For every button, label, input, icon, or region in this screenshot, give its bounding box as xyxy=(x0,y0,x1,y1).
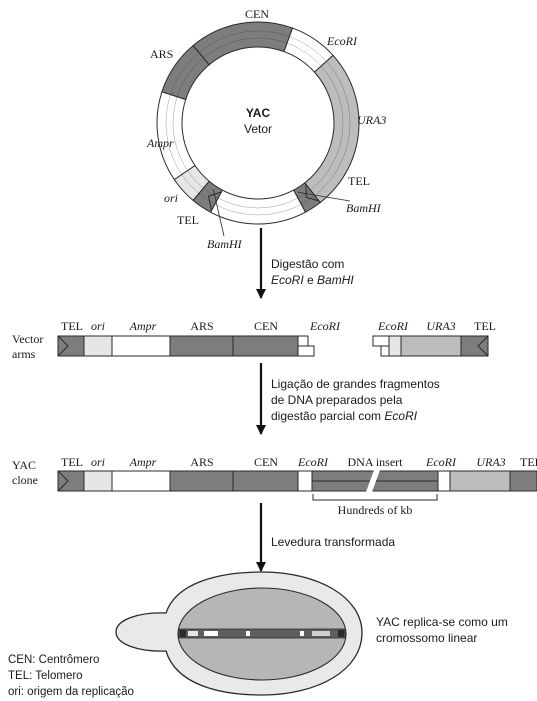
arms-label-tel-1: TEL xyxy=(61,319,83,333)
arms-label-ars: ARS xyxy=(190,319,213,333)
chromosome-tel-2 xyxy=(338,630,344,637)
step2-line-2: de DNA preparados pela xyxy=(271,393,403,407)
step2-line-3: digestão parcial com EcoRI xyxy=(271,409,418,423)
arms-label-ampr: Ampr xyxy=(129,319,157,333)
yac-clone: YAC clone TEL ori Ampr ARS CEN EcoRI DNA… xyxy=(12,455,537,517)
chromosome-band-5 xyxy=(312,631,330,636)
arms-seg-ura3 xyxy=(401,336,461,356)
legend-cen: CEN: Centrômero xyxy=(8,654,99,666)
arms-seg-ecori-bottom-1 xyxy=(298,346,314,356)
arms-seg-tel-1 xyxy=(58,336,84,356)
arms-seg-ecori-top-2 xyxy=(373,336,389,346)
plasmid-title: YAC xyxy=(246,106,271,120)
clone-seg-ecori-1 xyxy=(298,471,312,491)
arms-seg-cen xyxy=(233,336,298,356)
plasmid-label-tel-right: TEL xyxy=(348,174,370,188)
clone-seg-ampr xyxy=(112,471,170,491)
clone-label-ecori-1: EcoRI xyxy=(297,455,329,469)
ring-seg-cen xyxy=(193,22,292,65)
arms-seg-ampr xyxy=(112,336,170,356)
ring-seg-white xyxy=(211,190,306,224)
right-arm xyxy=(373,336,488,356)
clone-label-insert: DNA insert xyxy=(348,455,404,469)
legend-ori: ori: origem da replicação xyxy=(8,686,134,698)
vector-arms-side-label-2: arms xyxy=(12,347,36,361)
step1-conj: e xyxy=(304,273,317,287)
plasmid-label-cen: CEN xyxy=(245,7,269,21)
step2-line-3-prefix: digestão parcial com xyxy=(271,409,384,423)
arms-label-cen: CEN xyxy=(254,319,278,333)
clone-label-ura3: URA3 xyxy=(476,455,505,469)
vector-arms-side-label-1: Vector xyxy=(12,332,43,346)
arms-seg-ori xyxy=(84,336,112,356)
plasmid-label-ura3: URA3 xyxy=(357,113,386,127)
clone-label-cen: CEN xyxy=(254,455,278,469)
arms-label-ura3: URA3 xyxy=(426,319,455,333)
clone-label-tel-1: TEL xyxy=(61,455,83,469)
step2-line-1: Ligação de grandes fragmentos xyxy=(271,377,440,391)
arms-seg-ars xyxy=(170,336,233,356)
clone-label-ampr: Ampr xyxy=(129,455,157,469)
plasmid-label-bamhi-right: BamHI xyxy=(346,201,382,215)
arms-label-ori: ori xyxy=(91,319,105,333)
clone-seg-ecori-2 xyxy=(438,471,450,491)
chromosome-band-1 xyxy=(188,631,198,636)
chromosome-band-3 xyxy=(246,631,250,636)
step1-enzyme-2: BamHI xyxy=(317,273,354,287)
clone-label-tel-2: TEL xyxy=(520,455,537,469)
step1-enzymes: EcoRI e BamHI xyxy=(271,273,354,287)
yac-plasmid: YAC Vetor CEN EcoRI ARS URA3 Ampr TEL or… xyxy=(146,7,386,251)
plasmid-label-ecori: EcoRI xyxy=(326,34,358,48)
clone-seg-tel-1 xyxy=(58,471,84,491)
arms-seg-ecori-bottom-2 xyxy=(381,346,389,356)
left-arm xyxy=(58,336,314,356)
chromosome-tel-1 xyxy=(180,630,186,637)
plasmid-label-ars: ARS xyxy=(150,47,173,61)
clone-seg-ori xyxy=(84,471,112,491)
arms-seg-ecori-top-1 xyxy=(298,336,308,346)
plasmid-subtitle: Vetor xyxy=(244,122,272,136)
arms-seg-white xyxy=(389,336,401,356)
chromosome-band-2 xyxy=(204,631,218,636)
chromosome-band-4 xyxy=(300,631,304,636)
clone-seg-ura3 xyxy=(450,471,510,491)
clone-label-ori: ori xyxy=(91,455,105,469)
step1-enzyme-1: EcoRI xyxy=(271,273,304,287)
plasmid-label-tel-left: TEL xyxy=(177,213,199,227)
yac-clone-side-label-1: YAC xyxy=(12,458,36,472)
arms-label-tel-2: TEL xyxy=(474,319,496,333)
yeast-cell xyxy=(116,572,362,695)
clone-label-ars: ARS xyxy=(190,455,213,469)
step3-text: Levedura transformada xyxy=(271,535,395,549)
clone-label-ecori-2: EcoRI xyxy=(425,455,457,469)
step1-text: Digestão com xyxy=(271,257,344,271)
plasmid-label-ori: ori xyxy=(164,191,178,205)
clone-seg-cen xyxy=(233,471,298,491)
insert-size-bracket xyxy=(313,494,437,500)
legend-tel: TEL: Telomero xyxy=(8,670,83,682)
linear-yac-chromosome xyxy=(179,629,345,638)
yac-clone-side-label-2: clone xyxy=(12,473,38,487)
insert-size-label: Hundreds of kb xyxy=(338,503,413,517)
plasmid-label-bamhi-left: BamHI xyxy=(207,237,243,251)
plasmid-label-ampr: Ampr xyxy=(146,136,174,150)
yeast-caption-line-2: cromossomo linear xyxy=(376,631,477,645)
step2-line-3-enzyme: EcoRI xyxy=(384,409,417,423)
arms-seg-tel-2 xyxy=(461,336,488,356)
arms-label-ecori-2: EcoRI xyxy=(377,319,409,333)
arms-label-ecori-1: EcoRI xyxy=(309,319,341,333)
legend: CEN: Centrômero TEL: Telomero ori: orige… xyxy=(8,654,134,698)
yeast-caption-line-1: YAC replica-se como um xyxy=(376,615,508,629)
clone-seg-ars xyxy=(170,471,233,491)
vector-arms: Vector arms TEL ori Ampr ARS CEN EcoRI E… xyxy=(12,319,496,361)
clone-seg-tel-2 xyxy=(510,471,537,491)
